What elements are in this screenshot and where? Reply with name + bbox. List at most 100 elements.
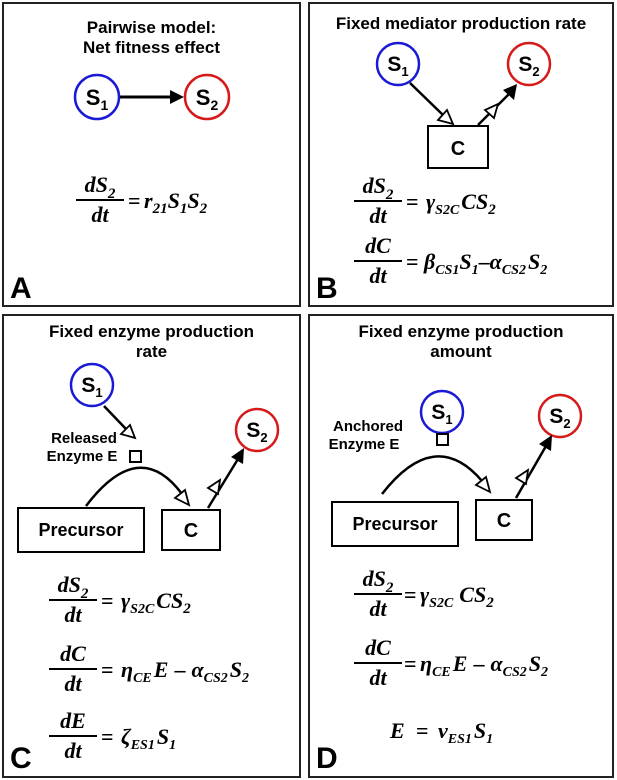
svg-text:dt: dt bbox=[369, 665, 387, 690]
precursor-arc-arrowhead bbox=[474, 475, 492, 494]
precursor-conversion-arc bbox=[85, 466, 184, 507]
mediator-box bbox=[427, 125, 489, 169]
precursor-box bbox=[17, 507, 145, 553]
panel-d-diagram: S1 S2 Anchored Enzyme E Precursor C dS2 … bbox=[329, 389, 583, 747]
svg-text:ηCEE–αCS2S2: ηCEE–αCS2S2 bbox=[420, 651, 548, 680]
mediator-label: C bbox=[184, 520, 198, 542]
species-s1-node bbox=[73, 73, 121, 121]
s1-to-mediator-arrowhead bbox=[436, 108, 455, 126]
svg-text:ζES1S1: ζES1S1 bbox=[121, 724, 176, 753]
mediator-box bbox=[161, 509, 221, 551]
species-s2-node bbox=[183, 73, 231, 121]
species-s1-node bbox=[375, 41, 421, 87]
mediator-to-s2-arrow bbox=[206, 458, 240, 509]
mediator-label: C bbox=[451, 138, 465, 160]
s1-to-mediator-arrow bbox=[409, 82, 444, 116]
svg-text:dE: dE bbox=[60, 708, 86, 733]
species-s2-node bbox=[234, 407, 280, 453]
panel-b-letter: B bbox=[316, 272, 338, 305]
panel-b: Fixed mediator production rate S1 S2 C d… bbox=[308, 2, 614, 307]
precursor-label: Precursor bbox=[352, 514, 437, 534]
panel-c-title-line-2: rate bbox=[135, 342, 168, 361]
mediator-to-s2-open-head bbox=[206, 478, 222, 496]
species-s2-node bbox=[506, 41, 552, 87]
svg-text:=: = bbox=[101, 657, 114, 682]
svg-text:dS2: dS2 bbox=[58, 572, 89, 602]
species-s2-label: S2 bbox=[549, 405, 570, 431]
panel-c-equation-1: dS2 dt = γS2CCS2 bbox=[49, 572, 191, 627]
svg-text:=: = bbox=[416, 718, 429, 743]
panel-b-diagram: S1 S2 C dS2 dt = γS2CCS2 dC dt = βCS1S1–… bbox=[354, 41, 552, 288]
species-s1-label: S1 bbox=[431, 401, 452, 427]
panel-c-equation-2: dC dt = ηCEE–αCS2S2 bbox=[49, 641, 249, 696]
svg-text:dt: dt bbox=[369, 263, 387, 288]
svg-text:dt: dt bbox=[64, 602, 82, 627]
panel-b-equation-2: dC dt = βCS1S1–αCS2S2 bbox=[354, 233, 547, 288]
species-s1-label: S1 bbox=[387, 53, 408, 79]
panel-b-title: Fixed mediator production rate bbox=[310, 14, 612, 34]
svg-text:γS2CCS2: γS2CCS2 bbox=[426, 189, 496, 218]
mediator-to-s2-open-head bbox=[514, 468, 530, 486]
panel-a-title-line-2: Net fitness effect bbox=[83, 38, 220, 57]
svg-text:dt: dt bbox=[369, 203, 387, 228]
mediator-to-s2-arrowhead bbox=[539, 435, 552, 451]
panel-d-title-line-2: amount bbox=[430, 342, 492, 361]
released-enzyme-label-line-2: Enzyme E bbox=[47, 448, 118, 465]
species-s1-node bbox=[69, 362, 115, 408]
precursor-label: Precursor bbox=[38, 520, 123, 540]
panel-d-equation-2: dC dt = ηCEE–αCS2S2 bbox=[354, 635, 548, 690]
panel-d-title: Fixed enzyme production amount bbox=[310, 322, 612, 362]
mediator-label: C bbox=[497, 510, 511, 532]
mediator-to-s2-arrowhead bbox=[231, 448, 244, 464]
svg-text:=: = bbox=[406, 249, 419, 274]
svg-text:γS2CCS2: γS2CCS2 bbox=[121, 588, 191, 617]
panel-c-letter: C bbox=[10, 742, 32, 775]
svg-text:dt: dt bbox=[369, 596, 387, 621]
panel-b-title-line-1: Fixed mediator production rate bbox=[335, 14, 587, 33]
mediator-to-s2-arrow bbox=[514, 445, 548, 499]
panel-c: Fixed enzyme production rate S1 S2 Relea… bbox=[2, 314, 301, 778]
species-s2-label: S2 bbox=[246, 419, 267, 445]
mediator-to-s2-open-head bbox=[483, 102, 500, 120]
panel-b-equation-1: dS2 dt = γS2CCS2 bbox=[354, 173, 496, 228]
enzyme-square bbox=[129, 450, 142, 463]
panel-a-title: Pairwise model: Net fitness effect bbox=[4, 18, 299, 58]
precursor-box bbox=[331, 501, 459, 547]
panel-d-title-line-1: Fixed enzyme production bbox=[358, 322, 564, 341]
panel-c-diagram: S1 S2 Released Enzyme E Precursor C dS2 … bbox=[17, 362, 280, 763]
species-s2-label: S2 bbox=[518, 53, 539, 79]
s1-to-s2-arrowhead bbox=[170, 90, 184, 104]
svg-text:dS2: dS2 bbox=[363, 173, 394, 203]
species-s2-label: S2 bbox=[196, 85, 219, 113]
svg-text:βCS1S1–αCS2S2: βCS1S1–αCS2S2 bbox=[423, 249, 547, 278]
mediator-to-s2-arrowhead bbox=[503, 84, 517, 100]
s1-to-enzyme-arrow bbox=[103, 405, 127, 430]
svg-text:ηCEE–αCS2S2: ηCEE–αCS2S2 bbox=[121, 657, 249, 686]
anchored-enzyme-label-line-2: Enzyme E bbox=[329, 436, 400, 453]
svg-text:vES1S1: vES1S1 bbox=[438, 718, 493, 747]
precursor-conversion-arc bbox=[381, 455, 483, 495]
s1-to-enzyme-arrowhead bbox=[119, 423, 137, 440]
svg-text:r21S1S2: r21S1S2 bbox=[144, 188, 208, 217]
species-s1-label: S1 bbox=[81, 374, 102, 400]
svg-text:dS2: dS2 bbox=[85, 172, 116, 202]
svg-text:dC: dC bbox=[365, 635, 391, 660]
released-enzyme-label-line-1: Released bbox=[51, 430, 117, 447]
svg-text:dt: dt bbox=[64, 671, 82, 696]
panel-a-diagram: S1 S2 dS2 dt = r21S1S2 bbox=[73, 73, 231, 227]
svg-text:=: = bbox=[101, 724, 114, 749]
svg-text:=: = bbox=[101, 588, 114, 613]
svg-text:=: = bbox=[404, 651, 417, 676]
panel-d-letter: D bbox=[316, 742, 338, 775]
svg-text:=: = bbox=[406, 189, 419, 214]
species-s1-label: S1 bbox=[86, 85, 109, 113]
anchored-enzyme-label-line-1: Anchored bbox=[333, 418, 403, 435]
svg-text:dC: dC bbox=[365, 233, 391, 258]
svg-text:dt: dt bbox=[64, 738, 82, 763]
mediator-box bbox=[475, 499, 533, 541]
panel-c-equation-3: dE dt = ζES1S1 bbox=[49, 708, 176, 763]
svg-text:dS2: dS2 bbox=[363, 566, 394, 596]
panel-c-title-line-1: Fixed enzyme production bbox=[49, 322, 254, 341]
panel-a-equation: dS2 dt = r21S1S2 bbox=[76, 172, 208, 227]
